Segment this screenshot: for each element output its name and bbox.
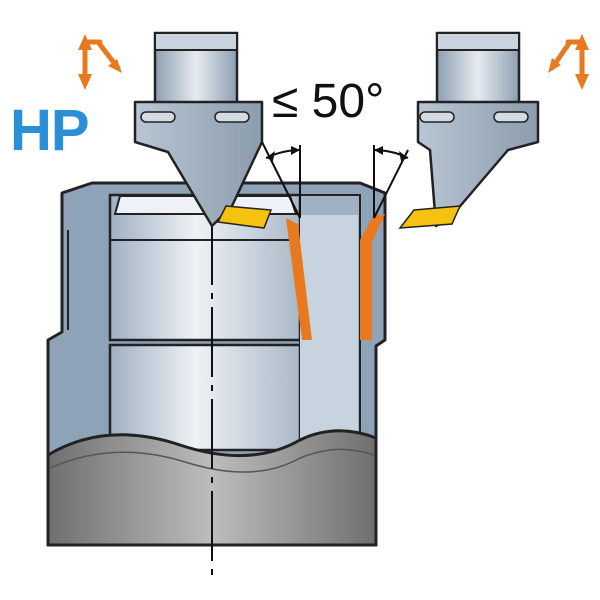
left-shank-cap [154, 32, 238, 51]
right-screw-2 [493, 111, 529, 123]
right-insert [398, 205, 462, 229]
right-shank-cap [436, 32, 520, 51]
left-tool [133, 31, 273, 229]
base-break [46, 429, 378, 547]
left-screw-2 [214, 111, 250, 123]
process-label: HP [10, 98, 90, 163]
angle-dimension-right [373, 145, 409, 219]
right-screw-1 [419, 111, 455, 123]
chamfer-right [360, 214, 385, 340]
angle-label: ≤ 50° [272, 75, 385, 128]
bent-arrows-icon [78, 34, 122, 90]
bore-upper [108, 193, 302, 342]
bent-arrows-icon [548, 34, 589, 90]
chamfer-left [286, 218, 312, 340]
right-tool [398, 31, 540, 229]
left-screw-1 [140, 111, 176, 123]
angle-dimension-left [261, 141, 301, 219]
left-insert [216, 205, 273, 229]
base-section [46, 429, 378, 547]
base-shading [49, 448, 375, 473]
